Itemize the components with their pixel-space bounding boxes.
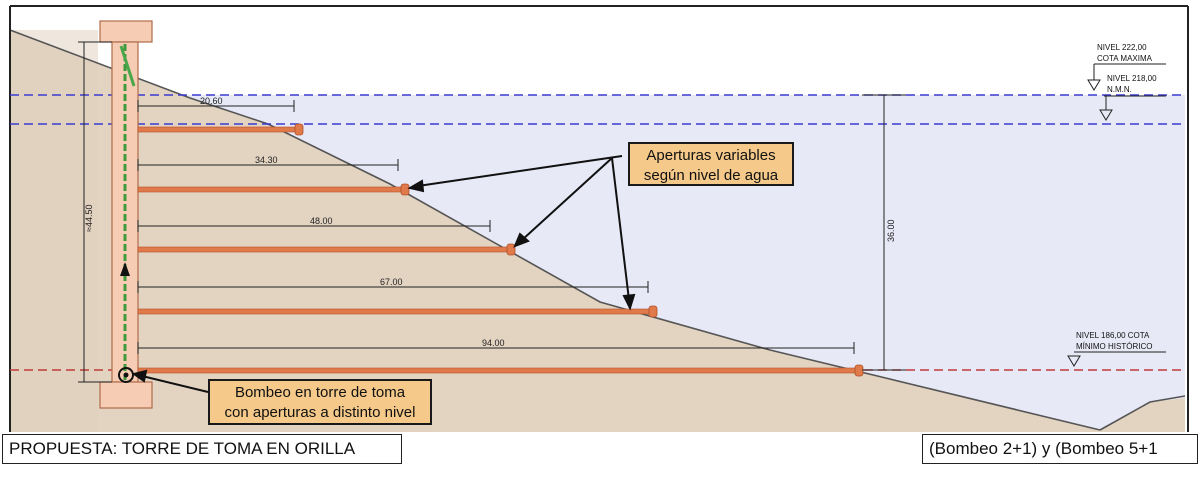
footer-config: (Bombeo 2+1) y (Bombeo 5+1	[922, 434, 1198, 464]
tower-height-label: ≈44.50	[84, 205, 94, 232]
callout-bombeo: Bombeo en torre de toma con aperturas a …	[208, 379, 432, 425]
soil-embankment	[10, 30, 1185, 432]
level-nmn-line2: N.M.N.	[1107, 85, 1132, 94]
pipe-5-length: 94.00	[482, 338, 505, 348]
pipe-3-length: 48.00	[310, 216, 333, 226]
dim-pipe-3: 48.00	[137, 216, 491, 232]
level-marker-max: NIVEL 222,00 COTA MAXIMA	[1087, 43, 1166, 91]
level-nmn-line1: NIVEL 218,00	[1107, 74, 1157, 83]
level-triangle-icon	[1067, 355, 1081, 367]
water-depth-label: 36.00	[886, 219, 896, 242]
pipe-2	[137, 183, 410, 196]
pipe-2-length: 34.30	[255, 155, 278, 165]
level-triangle-icon	[1099, 109, 1113, 121]
pipe-4	[137, 305, 658, 318]
dim-pipe-4: 67.00	[137, 277, 649, 293]
level-max-line2: COTA MAXIMA	[1097, 54, 1153, 63]
level-triangle-icon	[1087, 79, 1101, 91]
dim-pipe-2: 34.30	[137, 155, 399, 171]
intake-tower	[99, 20, 153, 409]
slope-line-right	[1099, 395, 1186, 431]
level-min-line1: NIVEL 186,00 COTA	[1076, 331, 1150, 340]
dim-pipe-1: 20.60	[137, 96, 295, 112]
pipe-3	[137, 243, 516, 256]
level-marker-min: NIVEL 186,00 COTA MÍNIMO HISTÓRICO	[1067, 331, 1166, 367]
pipe-1-length: 20.60	[200, 96, 223, 106]
level-marker-nmn: NIVEL 218,00 N.M.N.	[1099, 74, 1166, 121]
pump-arrow-icon	[120, 262, 130, 276]
callout-bombeo-line2: con aperturas a distinto nivel	[224, 404, 416, 421]
callout-aperturas: Aperturas variables según nivel de agua	[628, 142, 794, 186]
callout-bombeo-line1: Bombeo en torre de toma	[234, 384, 406, 401]
pump-icon	[118, 367, 134, 383]
callout-aperturas-line2: según nivel de agua	[643, 167, 779, 184]
pipe-4-length: 67.00	[380, 277, 403, 287]
pipe-1	[137, 123, 304, 136]
callout-aperturas-line1: Aperturas variables	[646, 147, 776, 164]
slope-line	[9, 29, 1101, 431]
tower-height-dimension: ≈44.50	[78, 41, 112, 383]
footer-title: PROPUESTA: TORRE DE TOMA EN ORILLA	[2, 434, 402, 464]
level-max-line1: NIVEL 222,00	[1097, 43, 1147, 52]
water-depth-dimension: 36.00	[862, 94, 906, 371]
dim-pipe-5: 94.00	[137, 338, 855, 354]
level-min-line2: MÍNIMO HISTÓRICO	[1076, 342, 1152, 351]
callout-arrows	[131, 155, 636, 393]
